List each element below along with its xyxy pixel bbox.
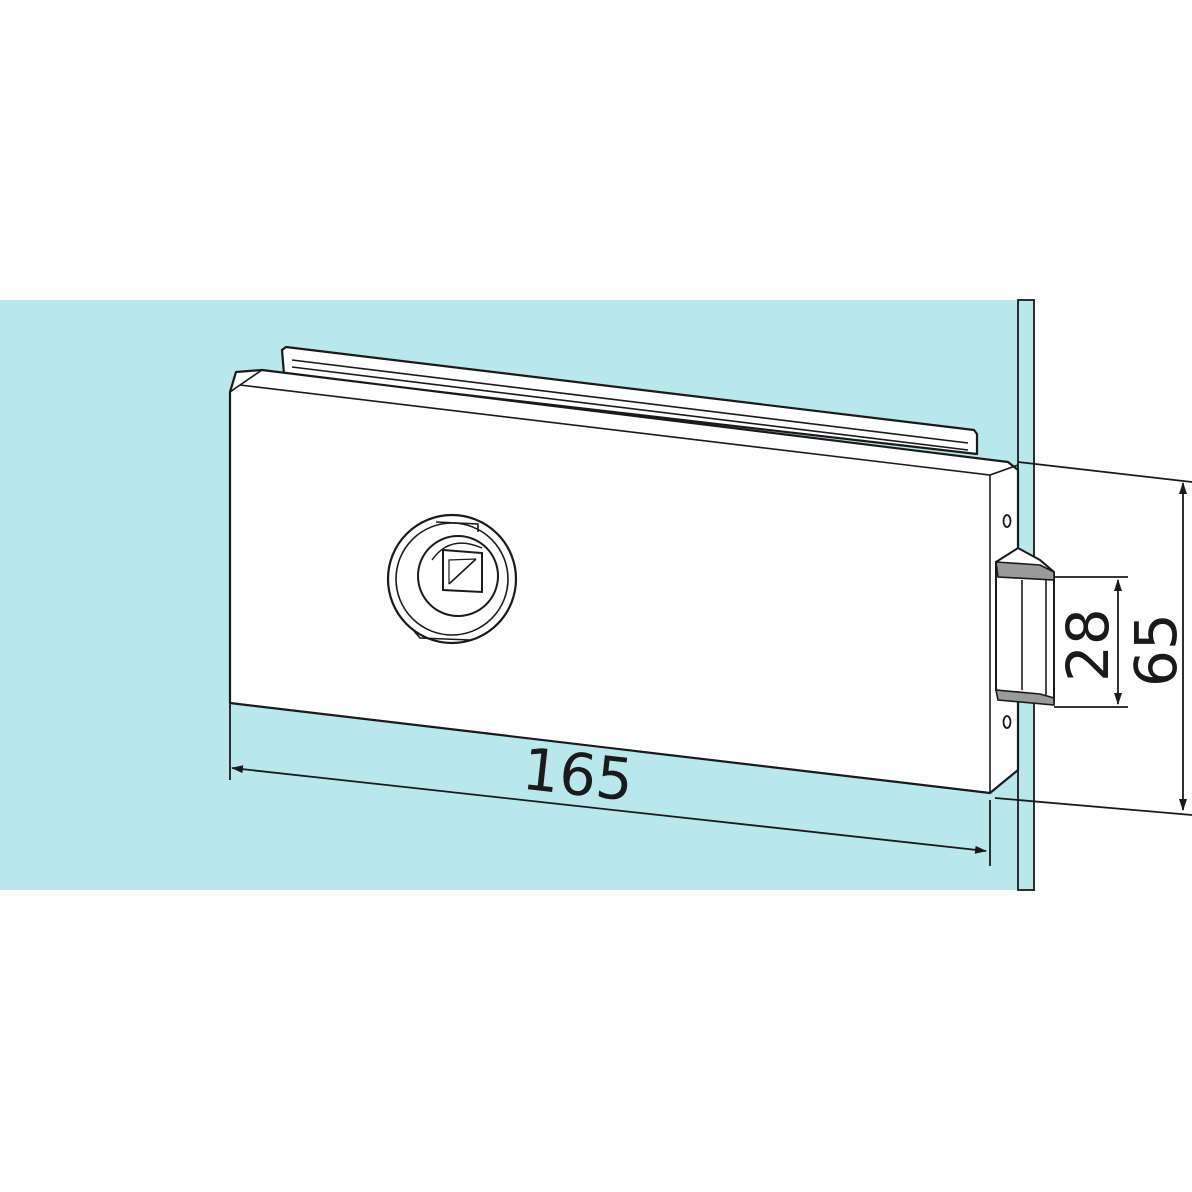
screw-hole-top [1002, 514, 1012, 528]
dimension-height: 65 [994, 461, 1192, 816]
dimension-height-label: 65 [1122, 613, 1190, 687]
dimension-latch: 28 [1054, 576, 1128, 708]
lock-body [228, 368, 1020, 795]
dimension-length-label: 165 [519, 735, 637, 815]
screw-hole-bottom [1002, 715, 1012, 729]
dimension-length: 165 [229, 705, 991, 866]
latch-bolt [995, 546, 1055, 706]
dimension-latch-label: 28 [1054, 608, 1122, 682]
cylinder-rosette-icon [386, 513, 518, 645]
